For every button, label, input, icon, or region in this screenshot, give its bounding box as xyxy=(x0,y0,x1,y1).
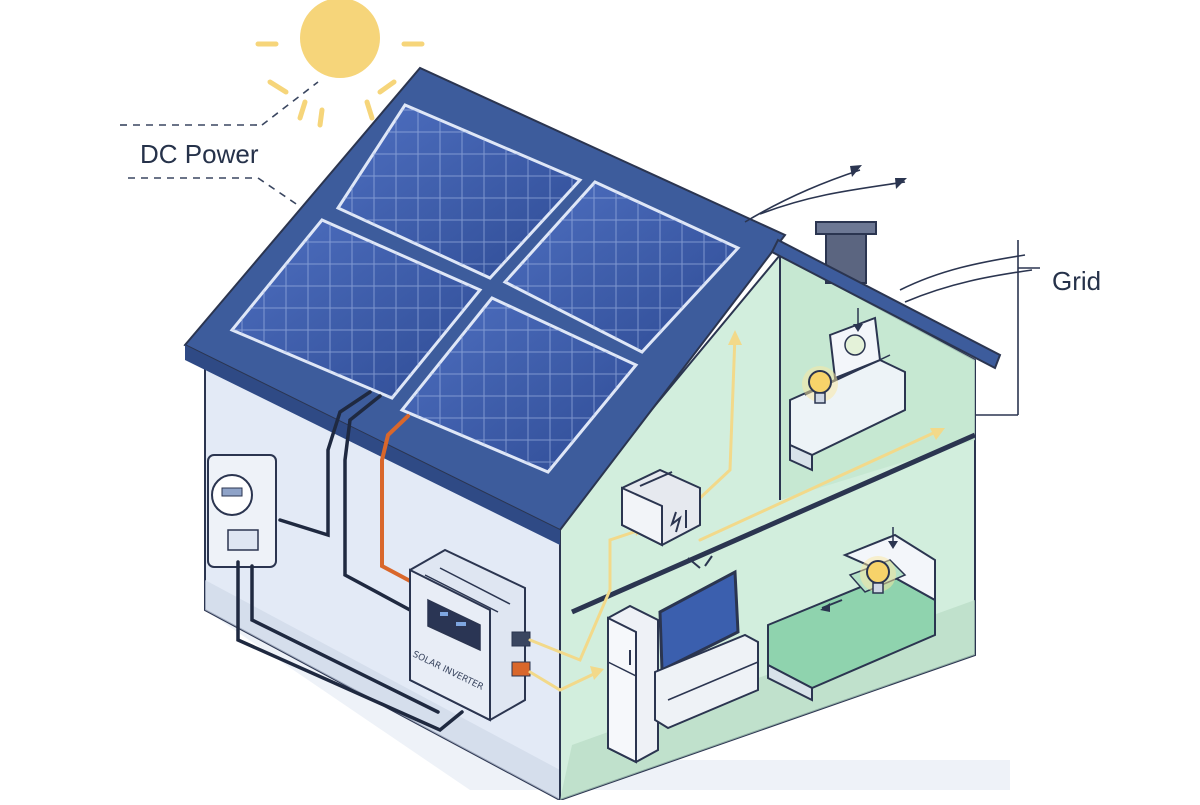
electric-meter-icon xyxy=(207,454,277,568)
bed-icon xyxy=(789,316,906,472)
refrigerator-icon xyxy=(607,604,659,764)
grid-arrow-heads xyxy=(850,165,907,189)
dc-cables xyxy=(236,390,464,733)
solar-inverter-icon: SOLAR INVERTER xyxy=(409,548,531,722)
lightbulb-icon xyxy=(802,366,838,404)
sun-icon xyxy=(255,0,425,128)
bed-icon xyxy=(767,533,936,702)
lightbulb-icon xyxy=(860,527,898,594)
ac-cable xyxy=(380,414,414,584)
light-fixture-icon xyxy=(844,308,866,356)
roof-right-eave xyxy=(770,238,1002,370)
tv-icon xyxy=(658,555,740,673)
tv-stand xyxy=(654,633,759,730)
roof-fascia xyxy=(185,345,560,545)
solar-panel xyxy=(399,296,639,474)
solar-panel xyxy=(335,103,583,280)
floor-divider xyxy=(570,432,977,615)
breaker-box-icon xyxy=(621,468,701,547)
solar-panel xyxy=(502,180,741,354)
solar-panel xyxy=(229,218,483,400)
ground-shadow xyxy=(205,610,1010,790)
solar-panel-array xyxy=(229,103,741,474)
dc-power-callout-lines xyxy=(120,81,319,213)
energy-flow-lines xyxy=(528,333,942,692)
dc-power-label: DC Power xyxy=(140,139,259,169)
foundation-strip xyxy=(205,580,560,800)
grid-label: Grid xyxy=(1052,266,1102,296)
grid-connection-lines xyxy=(744,169,1040,416)
